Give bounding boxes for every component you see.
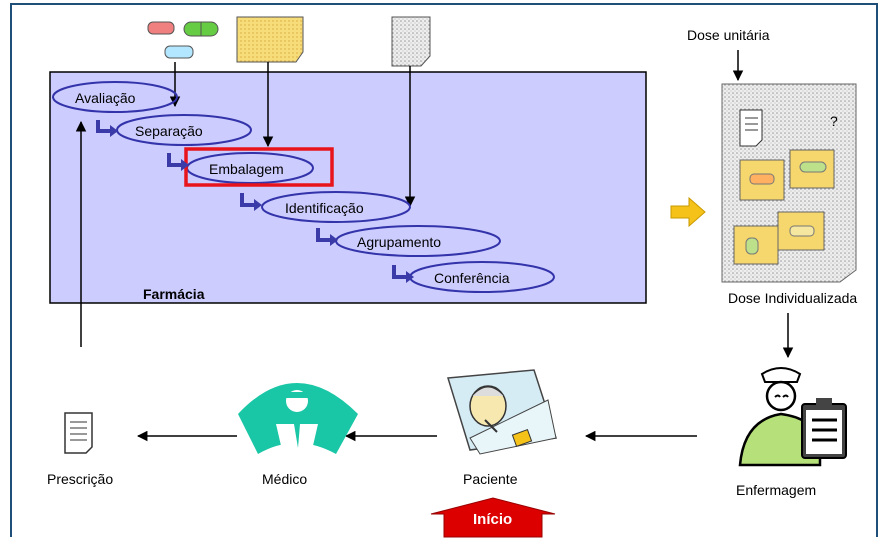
step-separacao: Separação xyxy=(116,114,252,146)
medico-label: Médico xyxy=(262,471,307,487)
svg-text:Conferência: Conferência xyxy=(434,270,510,286)
start-arrow-icon xyxy=(430,497,556,538)
yellow-note-icon xyxy=(236,16,304,63)
flow-arrowheads xyxy=(110,125,414,283)
svg-text:Avaliação: Avaliação xyxy=(75,90,136,106)
flow-arrows xyxy=(96,120,406,279)
svg-text:Agrupamento: Agrupamento xyxy=(357,234,441,250)
document-icon xyxy=(64,412,93,454)
nurse-icon xyxy=(738,367,847,467)
pill-capsules-icon xyxy=(147,21,219,59)
step-identificacao: Identificação xyxy=(261,191,411,223)
inicio-label: Início xyxy=(473,511,512,528)
pharmacy-label: Farmácia xyxy=(143,286,205,302)
dose-individualizada-label: Dose Individualizada xyxy=(728,290,857,306)
patient-icon xyxy=(447,369,557,455)
pharmacy-box xyxy=(49,71,647,304)
orange-arrow-icon xyxy=(670,196,706,228)
prescricao-label: Prescrição xyxy=(47,471,113,487)
dose-sheet: ? xyxy=(721,83,857,283)
svg-text:Embalagem: Embalagem xyxy=(209,161,284,177)
dose-unitaria-label: Dose unitária xyxy=(687,27,770,43)
step-avaliacao: Avaliação xyxy=(52,81,178,113)
svg-text:Identificação: Identificação xyxy=(285,200,364,216)
svg-text:Separação: Separação xyxy=(135,123,203,139)
document-icon xyxy=(739,109,763,147)
enfermagem-label: Enfermagem xyxy=(736,482,816,498)
paciente-label: Paciente xyxy=(463,471,518,487)
doctor-icon xyxy=(238,383,358,454)
gray-note-icon xyxy=(391,16,431,67)
dose-question-mark: ? xyxy=(830,113,838,129)
diagram-frame xyxy=(10,3,878,537)
